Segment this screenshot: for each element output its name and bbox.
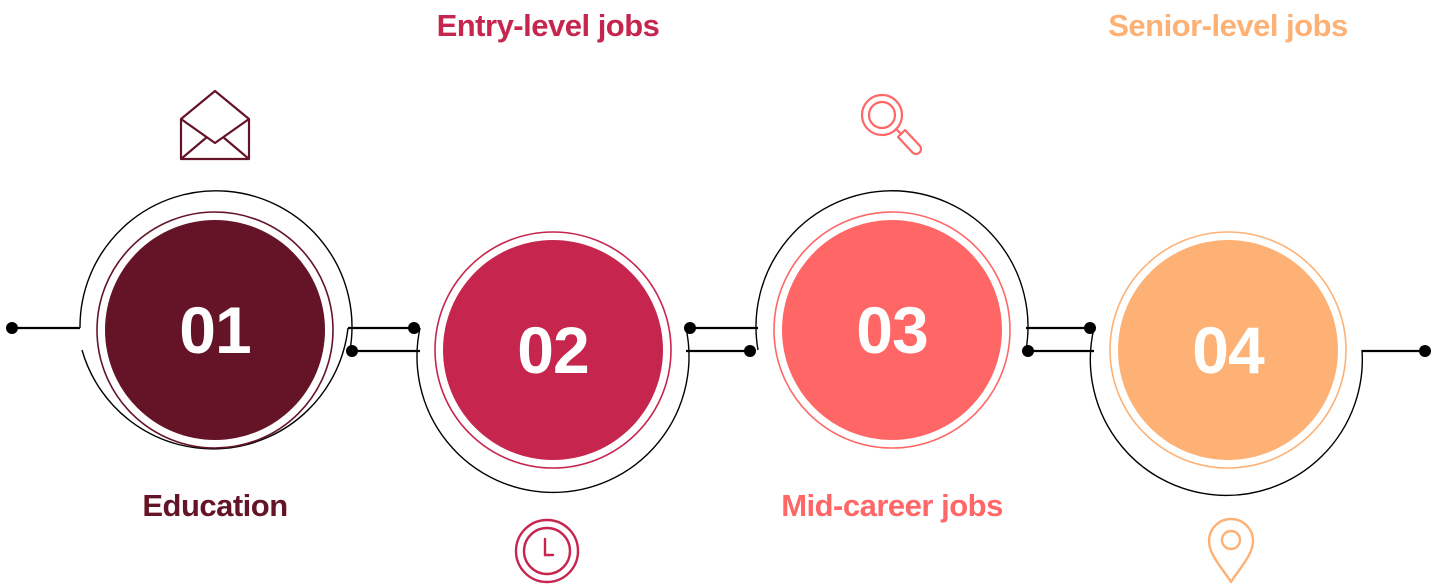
step-circle-4: 04 (1118, 240, 1338, 460)
step-label-2: Entry-level jobs (436, 8, 660, 43)
step-label-4: Senior-level jobs (1108, 8, 1348, 43)
connector-dot (1419, 345, 1431, 357)
step-label-1: Education (142, 488, 288, 523)
envelope-icon (179, 89, 251, 161)
outer-ring-2 (416, 327, 690, 494)
step-number-2: 02 (517, 313, 589, 387)
connector-dot (1022, 345, 1034, 357)
connector-dot (684, 322, 696, 334)
connector-dot (1084, 322, 1096, 334)
step-label-3: Mid-career jobs (781, 488, 1003, 523)
magnifier-icon (860, 93, 923, 156)
step-number-3: 03 (856, 293, 928, 367)
connector-dot (744, 345, 756, 357)
connector-dot (346, 345, 358, 357)
outer-ring-4 (1089, 327, 1364, 497)
connector-dot (408, 322, 420, 334)
inner-ring-2 (434, 231, 672, 469)
step-circle-3: 03 (782, 220, 1002, 440)
outer-ring-1 (79, 190, 353, 351)
step-circle-1: 01 (105, 220, 325, 440)
connector-dot (6, 322, 18, 334)
step-circle-2: 02 (443, 240, 663, 460)
location-pin-icon (1207, 517, 1255, 584)
inner-ring-1 (96, 211, 334, 449)
step-number-1: 01 (179, 293, 251, 367)
step-number-4: 04 (1192, 313, 1264, 387)
inner-ring-3 (773, 211, 1011, 449)
inner-ring-4 (1109, 231, 1347, 469)
clock-icon (514, 518, 580, 584)
outer-ring-3 (755, 190, 1029, 351)
